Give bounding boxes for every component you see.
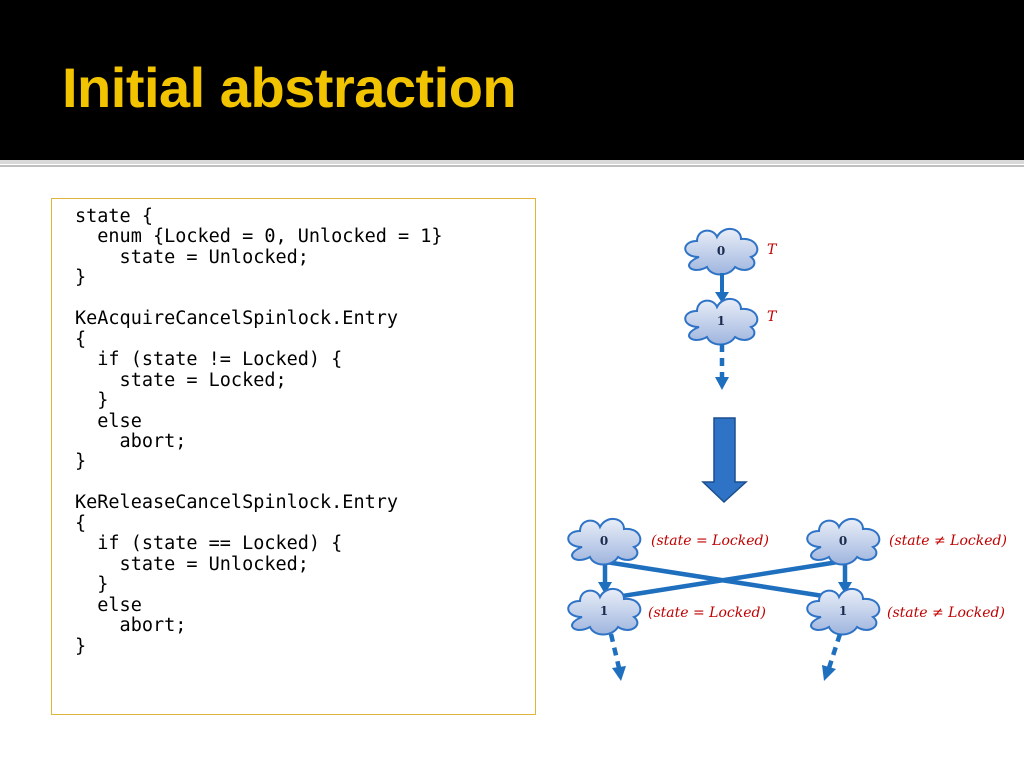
bottom-right-cloud-0: 0 bbox=[806, 517, 881, 566]
header-divider-secondary bbox=[0, 165, 1024, 167]
slide-title: Initial abstraction bbox=[62, 56, 517, 119]
code-line: { bbox=[75, 512, 87, 534]
bottom-left-transition-arrowhead bbox=[598, 582, 612, 594]
bottom-right-transition-arrowhead bbox=[838, 582, 852, 594]
code-line: KeAcquireCancelSpinlock.Entry bbox=[75, 308, 399, 330]
bottom-left-continuation bbox=[608, 633, 622, 669]
code-line: } bbox=[75, 267, 87, 289]
bottom-left-cloud-1-predicate: (state = Locked) bbox=[648, 605, 766, 621]
bottom-right-cloud-0-predicate: (state ≠ Locked) bbox=[889, 533, 1007, 549]
top-cloud-1: 1 bbox=[684, 297, 759, 346]
bottom-right-continuation bbox=[826, 633, 843, 669]
header-divider bbox=[0, 160, 1024, 164]
top-cloud-0-predicate: T bbox=[767, 242, 778, 258]
code-line: state { bbox=[75, 206, 153, 227]
refinement-arrow bbox=[701, 417, 748, 504]
code-panel: state { enum {Locked = 0, Unlocked = 1} … bbox=[51, 198, 536, 715]
top-cloud-1-predicate: T bbox=[767, 309, 778, 325]
code-line: else bbox=[75, 594, 142, 616]
top-transition-arrowhead bbox=[715, 292, 729, 303]
title-bar: Initial abstraction bbox=[0, 0, 1024, 160]
code-line: } bbox=[75, 574, 109, 596]
code-listing: state { enum {Locked = 0, Unlocked = 1} … bbox=[75, 206, 443, 657]
top-cloud-0: 0 bbox=[684, 227, 759, 276]
code-line: } bbox=[75, 390, 109, 412]
bottom-left-cloud-1: 1 bbox=[567, 587, 642, 636]
code-line: if (state == Locked) { bbox=[75, 533, 343, 555]
bottom-right-cloud-1-predicate: (state ≠ Locked) bbox=[887, 605, 1005, 621]
code-line: enum {Locked = 0, Unlocked = 1} bbox=[75, 226, 443, 248]
code-line: KeReleaseCancelSpinlock.Entry bbox=[75, 492, 399, 514]
top-continuation-arrowhead bbox=[715, 377, 729, 390]
code-line: else bbox=[75, 410, 142, 432]
bottom-left-cloud-0-label: 0 bbox=[600, 534, 608, 548]
top-cloud-0-label: 0 bbox=[717, 244, 725, 258]
code-line: } bbox=[75, 635, 87, 657]
code-line: } bbox=[75, 451, 87, 473]
code-line: abort; bbox=[75, 430, 187, 452]
bottom-left-continuation-arrowhead bbox=[612, 666, 626, 681]
code-line: if (state != Locked) { bbox=[75, 349, 343, 371]
bottom-left-cloud-0-predicate: (state = Locked) bbox=[651, 533, 769, 549]
bottom-right-cloud-0-label: 0 bbox=[839, 534, 847, 548]
bottom-right-continuation-arrowhead bbox=[822, 665, 836, 681]
abstraction-diagram: 0 T 1 T 0 (state = Locked) 1 (state = Lo… bbox=[567, 227, 1007, 681]
top-cloud-1-label: 1 bbox=[717, 314, 725, 328]
bottom-left-cloud-0: 0 bbox=[567, 517, 642, 566]
bottom-right-cloud-1: 1 bbox=[806, 587, 881, 636]
code-line: state = Unlocked; bbox=[75, 246, 309, 268]
code-line: abort; bbox=[75, 615, 187, 637]
bottom-left-cloud-1-label: 1 bbox=[600, 604, 608, 618]
cross-transition-right-to-left bbox=[609, 559, 839, 601]
code-line: state = Locked; bbox=[75, 369, 287, 391]
code-line: state = Unlocked; bbox=[75, 553, 309, 575]
bottom-right-cloud-1-label: 1 bbox=[839, 604, 847, 618]
code-line: { bbox=[75, 328, 87, 350]
